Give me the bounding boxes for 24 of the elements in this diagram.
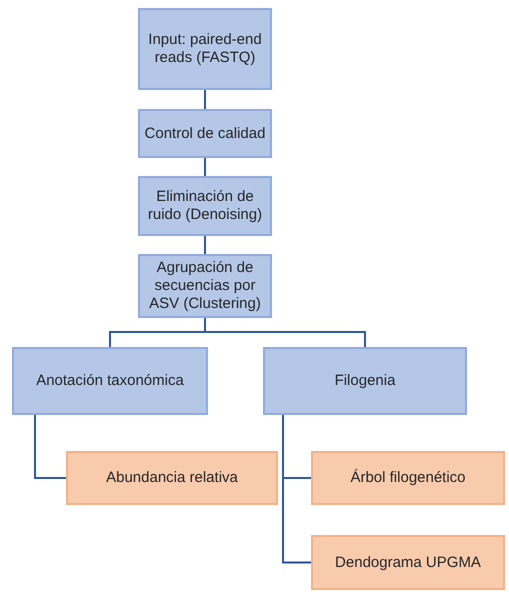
box-label: Filogenia — [334, 372, 396, 390]
process-box — [311, 535, 505, 590]
box-label: Dendograma UPGMA — [335, 554, 481, 572]
box-label: Control de calidad — [144, 124, 266, 142]
connector-line — [204, 236, 206, 254]
process-box — [311, 451, 505, 505]
process-box — [138, 8, 272, 90]
process-box — [138, 109, 272, 158]
box-label: Eliminación de ruido (Denoising) — [146, 188, 264, 224]
connector-line — [34, 415, 66, 479]
connector-line — [204, 158, 206, 176]
process-box — [12, 347, 208, 415]
box-label: Abundancia relativa — [106, 469, 238, 487]
connector-line — [204, 318, 366, 347]
box-label: Input: paired-end reads (FASTQ) — [147, 31, 263, 67]
box-label: Anotación taxonómica — [36, 372, 184, 390]
process-box — [138, 254, 272, 318]
box-label: Árbol filogenético — [350, 469, 466, 487]
process-box — [263, 347, 467, 415]
process-box — [66, 451, 278, 505]
process-box — [138, 176, 272, 236]
box-label: Agrupación de secuencias por ASV (Clustering) — [148, 259, 262, 313]
connector-line — [282, 415, 311, 564]
connector-line — [204, 90, 206, 109]
